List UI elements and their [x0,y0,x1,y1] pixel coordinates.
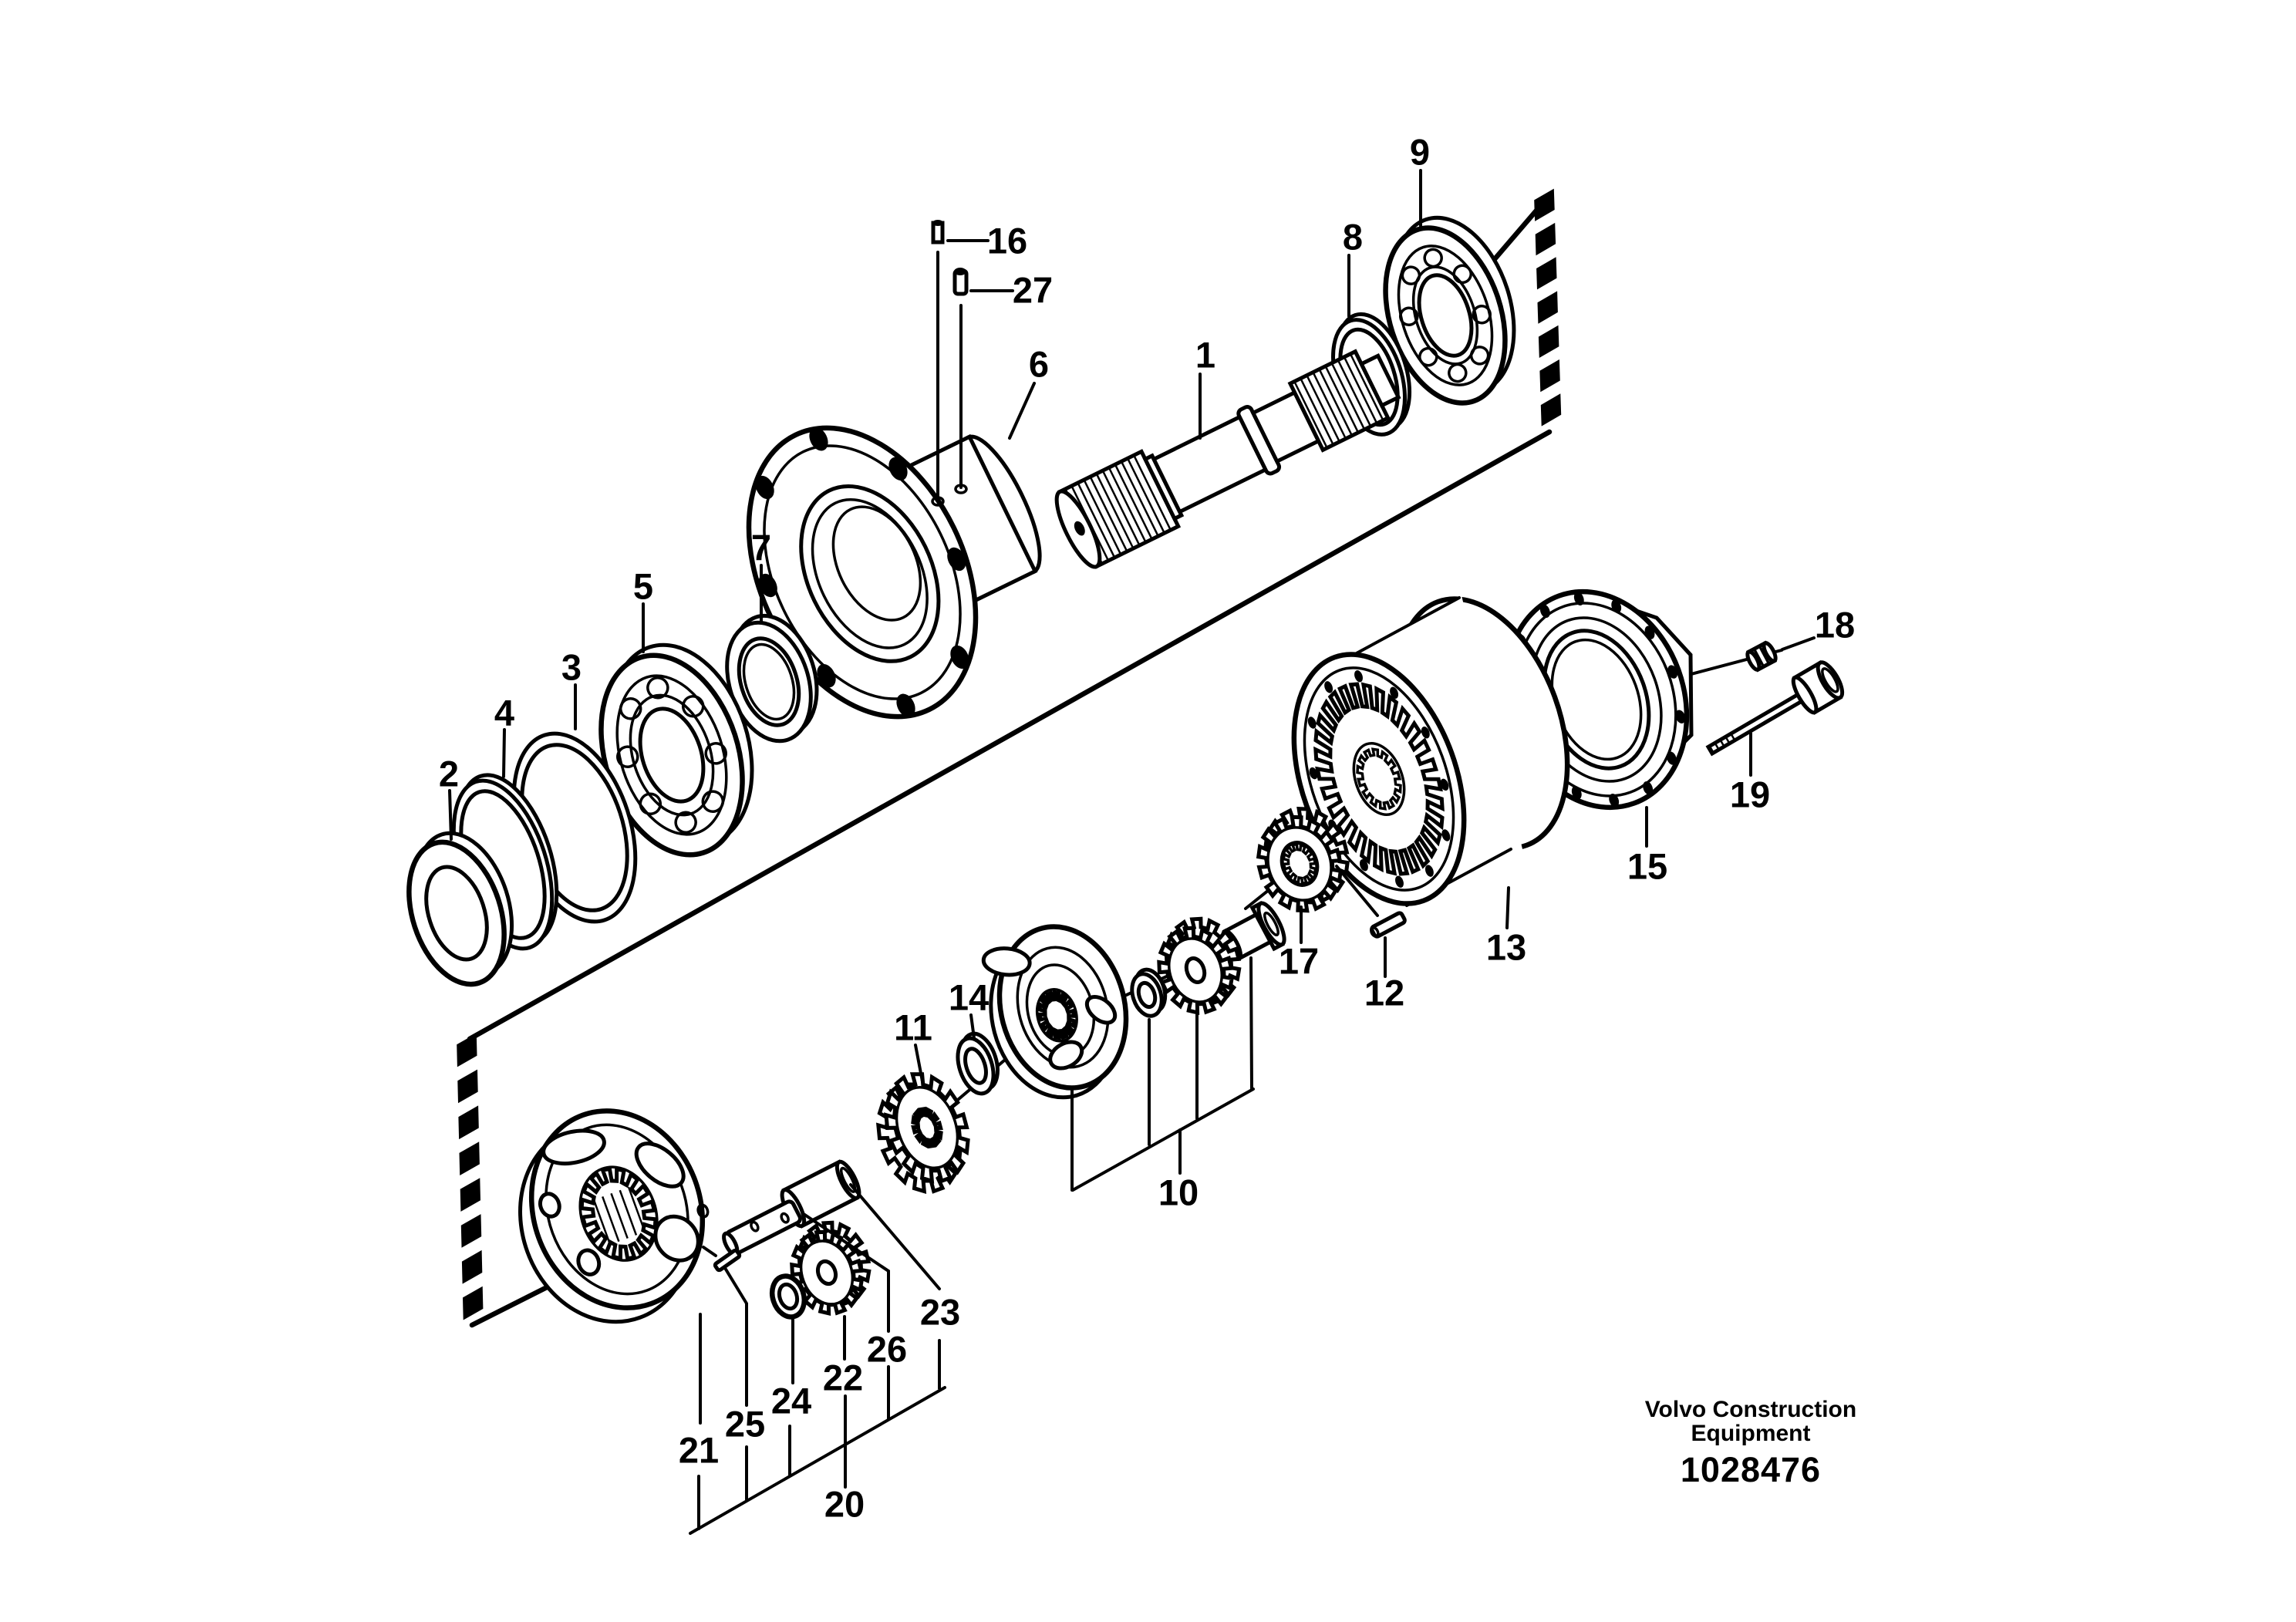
parts-layer [406,215,1845,1324]
part-label-1: 1 [1195,335,1215,376]
part-2-spacer-ring [406,831,514,987]
part-9-bearing [1383,215,1516,406]
part-11-planet-gear [875,1072,970,1195]
part-label-15: 15 [1627,846,1667,887]
center-spline [1356,747,1402,811]
title-block: Volvo Construction Equipment 1028476 [1612,1398,1890,1490]
part-14-washer [956,1031,1000,1096]
part-5-bearing [598,642,754,858]
part-label-18: 18 [1815,605,1855,646]
spline-hatch [592,1186,646,1246]
callout-leader-25 [723,1266,748,1407]
part-21-planet-carrier [518,1108,710,1324]
part-label-5: 5 [633,566,653,607]
part-label-14: 14 [949,977,989,1018]
callout-leader-14 [969,1013,976,1040]
part-16-set-pin-icon [931,220,945,244]
part-label-12: 12 [1364,973,1404,1013]
part-label-2: 2 [439,754,459,794]
frame-dash-left [457,1033,484,1320]
callout-leader-26 [802,1212,890,1333]
part-19-bolt [1705,659,1845,757]
part-label-13: 13 [1486,927,1526,968]
internal-teeth [1313,682,1445,876]
part-label-16: 16 [987,221,1027,261]
thread-hatch [1708,731,1737,755]
part-1-drive-shaft [1054,349,1401,569]
part-label-6: 6 [1029,344,1049,385]
part-24-washer [769,1273,807,1320]
part-10-washer [1130,967,1168,1018]
part-25-pin [713,1248,742,1273]
callout-leader-13 [1505,886,1510,929]
callout-leader-6 [1008,382,1036,440]
part-27-set-pin-icon [952,268,969,296]
bearing-balls [1399,248,1492,383]
part-label-11: 11 [894,1007,932,1048]
part-label-3: 3 [561,647,582,688]
callout-leader-18 [1781,636,1816,651]
callout-leader-12 [1335,865,1379,917]
part-10-gear [1157,916,1242,1015]
part-label-22: 22 [823,1357,863,1398]
part-label-10: 10 [1158,1172,1199,1213]
figure-number: 1028476 [1680,1450,1822,1489]
part-10-carrier-plate [981,924,1129,1100]
part-label-25: 25 [725,1404,765,1445]
part-13-ring-gear [1291,595,1570,909]
bracket-group-10 [1070,956,1255,1192]
part-22-planet-gear [790,1220,872,1316]
part-26-shaft-pin [722,1199,803,1256]
bolt-holes [1307,670,1451,888]
part-label-20: 20 [824,1484,865,1525]
part-label-21: 21 [679,1430,719,1471]
part-label-4: 4 [494,693,514,733]
part-12-pin [1370,911,1407,939]
frame-edge-line [467,429,1553,1042]
brand-text-line1: Volvo Construction [1644,1397,1857,1422]
callout-leader-11 [914,1044,924,1083]
callout-leader-23 [849,1183,941,1290]
part-label-8: 8 [1343,217,1363,258]
callouts-layer: 1234567891011121314151617181920212223242… [439,132,1855,1530]
part-label-9: 9 [1410,132,1430,173]
part-17-planet-gear [1256,806,1350,913]
spline-hatch [1294,355,1384,447]
part-label-24: 24 [771,1381,811,1421]
part-label-17: 17 [1279,941,1319,982]
part-label-26: 26 [867,1329,907,1370]
part-18-nut [1745,640,1778,673]
part-label-23: 23 [920,1292,960,1333]
callout-leader-2 [448,789,453,841]
frame-dash-right [1534,188,1562,427]
bolt-holes [755,427,969,717]
bracket-group-20 [689,1386,946,1535]
brand-text-line2: Equipment [1691,1421,1811,1446]
part-label-27: 27 [1013,270,1053,311]
part-label-7: 7 [751,528,771,568]
part-label-19: 19 [1730,774,1770,815]
